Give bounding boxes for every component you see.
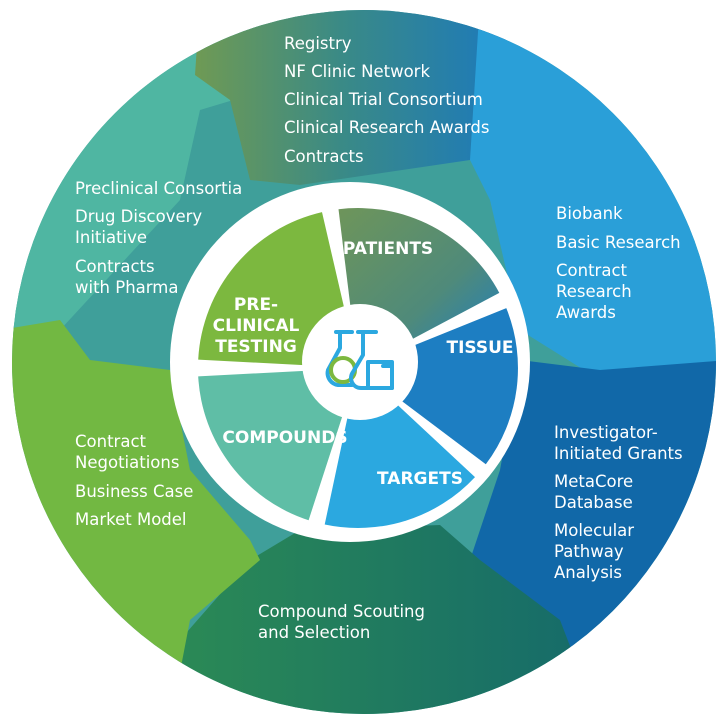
segment-compounds — [198, 369, 355, 521]
outer-top-line-4: Clinical Research Awards — [284, 118, 489, 137]
outer-bottom-line-1: Compound Scouting — [258, 602, 425, 621]
outer-top-line-1: Registry — [284, 34, 352, 53]
gear-top — [195, 10, 520, 185]
segment-label-preclinical-2: CLINICAL — [213, 316, 300, 336]
segment-label-targets: TARGETS — [377, 469, 463, 489]
segment-label-patients: PATIENTS — [343, 239, 433, 259]
segment-label-tissue: TISSUE — [446, 338, 513, 358]
outer-left-top-line-4: Contracts — [75, 257, 155, 276]
outer-right-bottom-line-2: Initiated Grants — [554, 444, 683, 463]
outer-left-top-line-1: Preclinical Consortia — [75, 179, 242, 198]
segment-label-preclinical-1: PRE- — [234, 295, 278, 315]
gear-bottom — [170, 525, 600, 714]
outer-right-bottom-line-7: Analysis — [554, 563, 622, 582]
outer-right-top-line-3: Contract — [556, 261, 628, 280]
outer-top-line-5: Contracts — [284, 147, 364, 166]
outer-left-bottom-line-1: Contract — [75, 432, 147, 451]
segment-label-compounds: COMPOUNDS — [222, 428, 347, 448]
outer-right-top-line-5: Awards — [556, 303, 616, 322]
outer-left-bottom-line-3: Business Case — [75, 482, 193, 501]
outer-right-bottom-line-4: Database — [554, 493, 633, 512]
outer-right-bottom-line-6: Pathway — [554, 542, 624, 561]
outer-left-top-line-5: with Pharma — [75, 278, 178, 297]
outer-top-line-2: NF Clinic Network — [284, 62, 430, 81]
outer-left-top-line-3: Initiative — [75, 228, 147, 247]
outer-left-bottom-line-4: Market Model — [75, 510, 187, 529]
flask-beaker-icon — [325, 330, 394, 390]
outer-left-bottom-line-2: Negotiations — [75, 453, 179, 472]
outer-right-bottom-line-5: Molecular — [554, 521, 634, 540]
outer-right-top-line-1: Biobank — [556, 204, 623, 223]
segment-tissue — [369, 308, 518, 465]
outer-right-bottom-line-3: MetaCore — [554, 472, 633, 491]
outer-top-line-3: Clinical Trial Consortium — [284, 90, 483, 109]
outer-right-top-line-4: Research — [556, 282, 632, 301]
outer-right-top-line-2: Basic Research — [556, 233, 681, 252]
segment-label-preclinical-3: TESTING — [215, 337, 297, 357]
outer-bottom-line-2: and Selection — [258, 623, 370, 642]
outer-right-bottom-line-1: Investigator- — [554, 423, 658, 442]
outer-left-top-line-2: Drug Discovery — [75, 207, 202, 226]
